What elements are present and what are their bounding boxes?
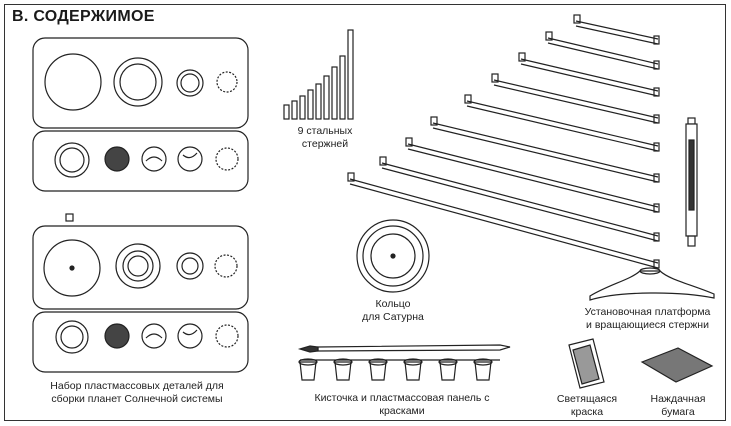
vertical-rod (685, 117, 698, 247)
section-title: B. СОДЕРЖИМОЕ (12, 8, 155, 25)
contents-frame (4, 4, 726, 421)
plastic-sprue-bottom (32, 213, 249, 373)
glow-paint-packet (568, 338, 605, 389)
saturn-ring (356, 219, 430, 293)
support-arms (347, 14, 660, 269)
sandpaper-sheet (640, 347, 714, 383)
steel-rods (283, 29, 354, 120)
mounting-platform (589, 267, 715, 301)
plastic-sprue-top (32, 37, 249, 192)
paint-brush (297, 344, 511, 353)
paint-pots (298, 358, 500, 381)
